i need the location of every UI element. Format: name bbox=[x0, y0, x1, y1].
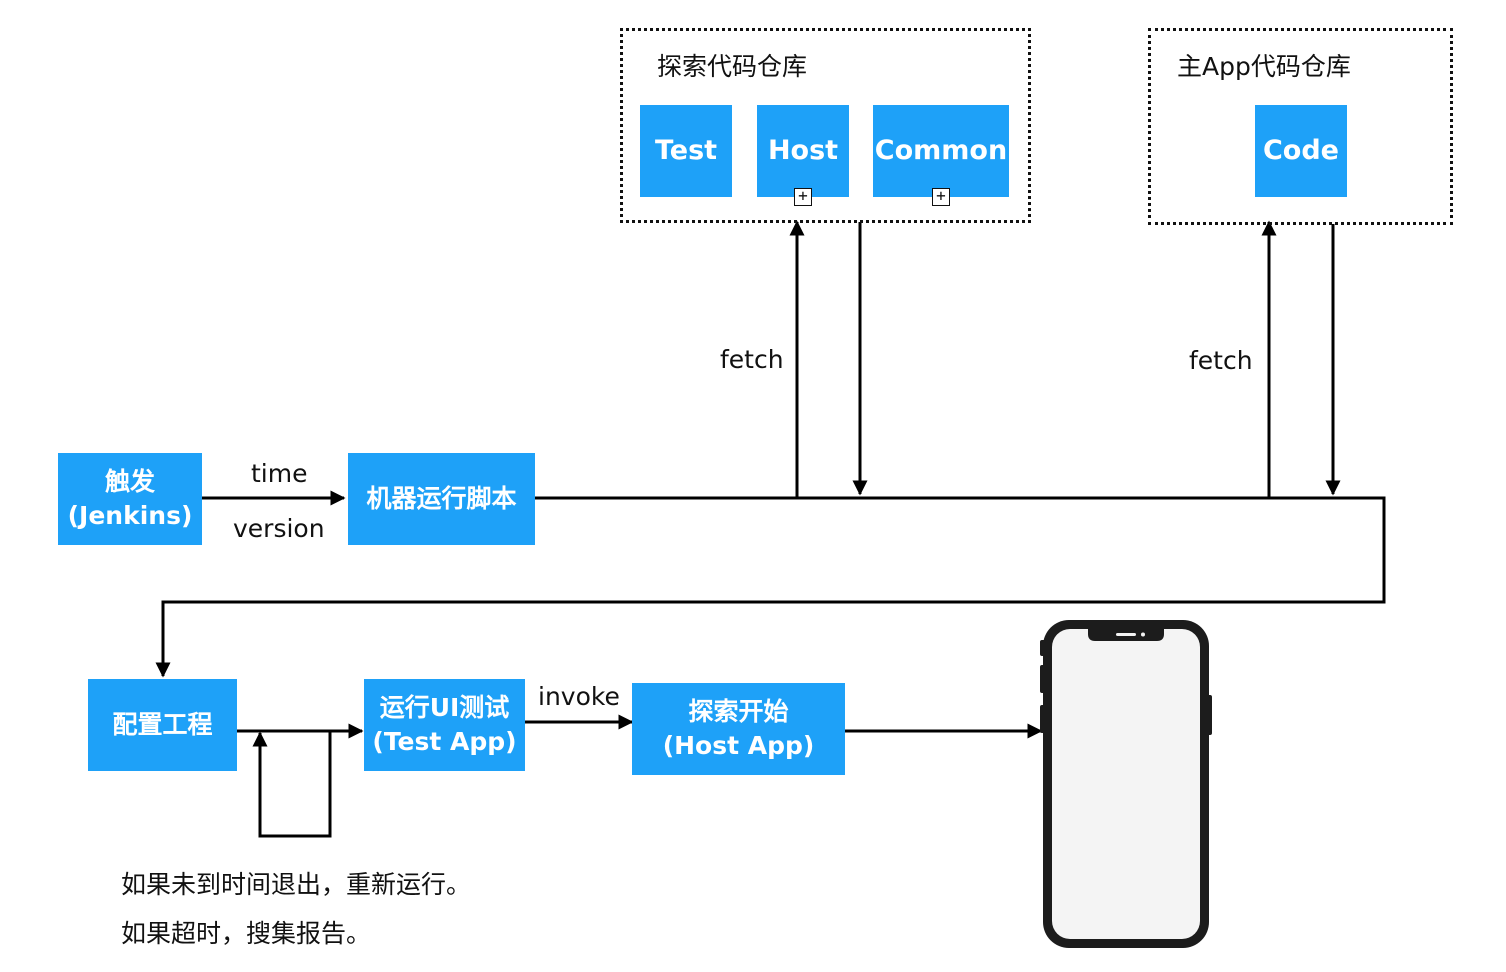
common-module-label: Common bbox=[874, 134, 1008, 166]
explore-repo-title: 探索代码仓库 bbox=[657, 52, 808, 81]
script-label: 机器运行脚本 bbox=[366, 484, 517, 514]
main-repo-group: 主App代码仓库 Code bbox=[1148, 28, 1453, 225]
fetch-explore-label: fetch bbox=[720, 345, 784, 374]
version-label: version bbox=[233, 514, 325, 543]
code-module-box: Code bbox=[1255, 105, 1347, 197]
explore-start-subtitle: (Host App) bbox=[662, 731, 815, 760]
fetch-main-label: fetch bbox=[1189, 346, 1253, 375]
host-module-box: Host bbox=[757, 105, 849, 197]
host-module-label: Host bbox=[767, 134, 839, 166]
test-module-label: Test bbox=[654, 134, 718, 166]
common-expand-icon[interactable]: + bbox=[932, 188, 950, 206]
main-repo-title: 主App代码仓库 bbox=[1177, 52, 1351, 81]
explore-start-title: 探索开始 bbox=[688, 697, 789, 727]
common-module-box: Common bbox=[873, 105, 1009, 197]
trigger-subtitle: (Jenkins) bbox=[67, 501, 193, 530]
main-flow-line bbox=[155, 496, 1386, 678]
trigger-title: 触发 bbox=[104, 467, 155, 497]
trigger-box: 触发 (Jenkins) bbox=[58, 453, 202, 545]
phone-icon bbox=[1040, 620, 1212, 948]
code-module-label: Code bbox=[1262, 134, 1339, 166]
test-module-box: Test bbox=[640, 105, 732, 197]
host-expand-icon[interactable]: + bbox=[794, 188, 812, 206]
note-retry: 如果未到时间退出，重新运行。 bbox=[121, 870, 472, 899]
retry-loop bbox=[252, 731, 332, 838]
explore-repo-group: 探索代码仓库 Test Host + Common + bbox=[620, 28, 1031, 223]
run-test-subtitle: (Test App) bbox=[372, 727, 517, 756]
time-label: time bbox=[251, 459, 308, 488]
note-timeout: 如果超时，搜集报告。 bbox=[121, 919, 372, 948]
explore-start-box: 探索开始 (Host App) bbox=[632, 683, 845, 775]
script-box: 机器运行脚本 bbox=[348, 453, 535, 545]
run-test-title: 运行UI测试 bbox=[379, 693, 510, 723]
run-test-box: 运行UI测试 (Test App) bbox=[364, 679, 525, 771]
config-box: 配置工程 bbox=[88, 679, 237, 771]
config-label: 配置工程 bbox=[112, 710, 213, 740]
invoke-label: invoke bbox=[538, 682, 620, 711]
